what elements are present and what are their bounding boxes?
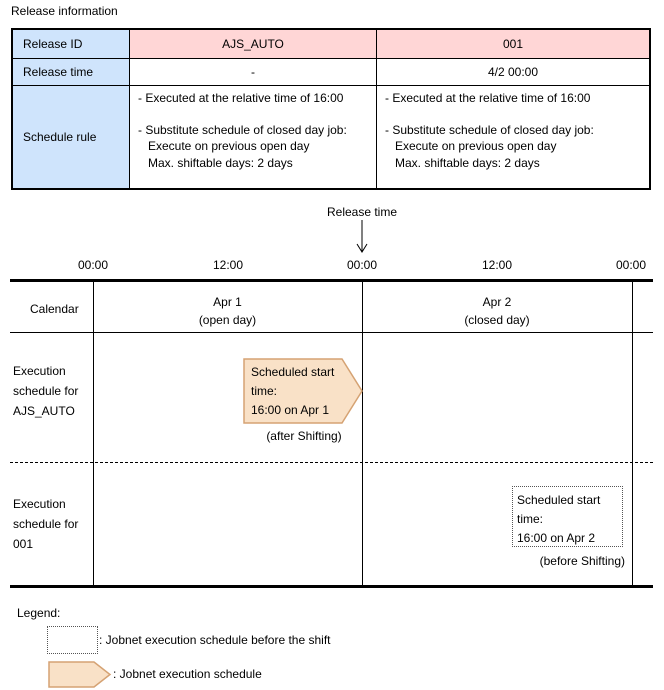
rule-subline: Execute on previous open day	[395, 139, 557, 153]
schedule-callout-001-dotted-box: Scheduled start time: 16:00 on Apr 2	[512, 486, 623, 547]
callout-line: 16:00 on Apr 2	[517, 531, 596, 545]
legend-title: Legend:	[17, 606, 61, 620]
tick-label-1200-b: 12:00	[481, 258, 513, 272]
release-info-title: Release information	[11, 4, 118, 18]
before-shifting-note: (before Shifting)	[539, 554, 625, 568]
release-time-label: Release time	[326, 205, 398, 219]
cell-release-id-col1: AJS_AUTO	[129, 28, 377, 59]
row-label-line: 001	[13, 537, 34, 551]
tick-label-0000-a: 00:00	[77, 258, 109, 272]
calendar-day1-name: Apr 1	[213, 295, 242, 309]
row-header-schedule-rule: Schedule rule	[11, 85, 130, 190]
calendar-day1: Apr 1 (open day)	[93, 293, 362, 329]
solid-arrow-swatch-icon	[48, 661, 112, 688]
row-header-release-id: Release ID	[11, 28, 130, 59]
table-row-release-time: Release time - 4/2 00:00	[11, 58, 651, 86]
calendar-day1-note: (open day)	[198, 313, 257, 327]
legend-item-before-shift: : Jobnet execution schedule before the s…	[99, 633, 331, 647]
row-label-line: Execution	[13, 497, 66, 511]
row-separator-dashed-rule	[10, 462, 653, 463]
row-label-001: Execution schedule for 001	[13, 494, 78, 554]
row-label-line: schedule for	[13, 517, 79, 531]
row-label-ajs-auto: Execution schedule for AJS_AUTO	[13, 361, 78, 421]
calendar-row-label: Calendar	[30, 302, 79, 316]
tick-label-1200-a: 12:00	[212, 258, 244, 272]
rule-line: - Substitute schedule of closed day job:	[385, 123, 594, 137]
row-label-line: schedule for	[13, 384, 79, 398]
callout-line: time:	[517, 512, 544, 526]
after-shifting-note: (after Shifting)	[266, 429, 342, 443]
callout-line: Scheduled start	[517, 493, 601, 507]
release-time-arrow-icon	[356, 220, 368, 253]
calendar-day2: Apr 2 (closed day)	[362, 293, 632, 329]
cell-schedule-rule-col2: - Executed at the relative time of 16:00…	[376, 85, 651, 190]
calendar-day2-note: (closed day)	[464, 313, 530, 327]
tick-label-0000-b: 00:00	[346, 258, 378, 272]
callout-line: time:	[251, 384, 278, 398]
timeline-top-rule	[10, 279, 653, 282]
rule-subline: Max. shiftable days: 2 days	[395, 156, 540, 170]
row-header-release-time: Release time	[11, 58, 130, 86]
rule-line: - Executed at the relative time of 16:00	[138, 91, 344, 105]
release-info-table: Release ID AJS_AUTO 001 Release time - 4…	[11, 28, 651, 190]
legend-item-schedule: : Jobnet execution schedule	[113, 667, 262, 681]
gridline-midnight	[362, 282, 363, 585]
schedule-callout-ajs-auto: Scheduled start time: 16:00 on Apr 1	[251, 363, 334, 420]
callout-line: 16:00 on Apr 1	[251, 403, 330, 417]
schedule-callout-arrow-shape	[243, 358, 363, 424]
cell-schedule-rule-col1: - Executed at the relative time of 16:00…	[129, 85, 377, 190]
cell-release-time-col1: -	[129, 58, 377, 86]
rule-line: - Executed at the relative time of 16:00	[385, 91, 591, 105]
table-row-release-id: Release ID AJS_AUTO 001	[11, 28, 651, 59]
dotted-box-swatch-icon	[47, 626, 98, 654]
row-label-line: Execution	[13, 364, 66, 378]
rule-line: - Substitute schedule of closed day job:	[138, 123, 347, 137]
row-label-line: AJS_AUTO	[13, 404, 75, 418]
timeline-bottom-rule	[10, 585, 653, 588]
calendar-bottom-rule	[10, 332, 653, 333]
calendar-day2-name: Apr 2	[482, 295, 512, 309]
table-row-schedule-rule: Schedule rule - Executed at the relative…	[11, 85, 651, 190]
tick-label-0000-c: 00:00	[615, 258, 647, 272]
gridline-day-start	[93, 282, 94, 585]
cell-release-time-col2: 4/2 00:00	[376, 58, 651, 86]
callout-line: Scheduled start	[251, 365, 335, 379]
rule-subline: Max. shiftable days: 2 days	[148, 156, 293, 170]
gridline-day-end	[632, 282, 633, 585]
rule-subline: Execute on previous open day	[148, 139, 310, 153]
cell-release-id-col2: 001	[376, 28, 651, 59]
